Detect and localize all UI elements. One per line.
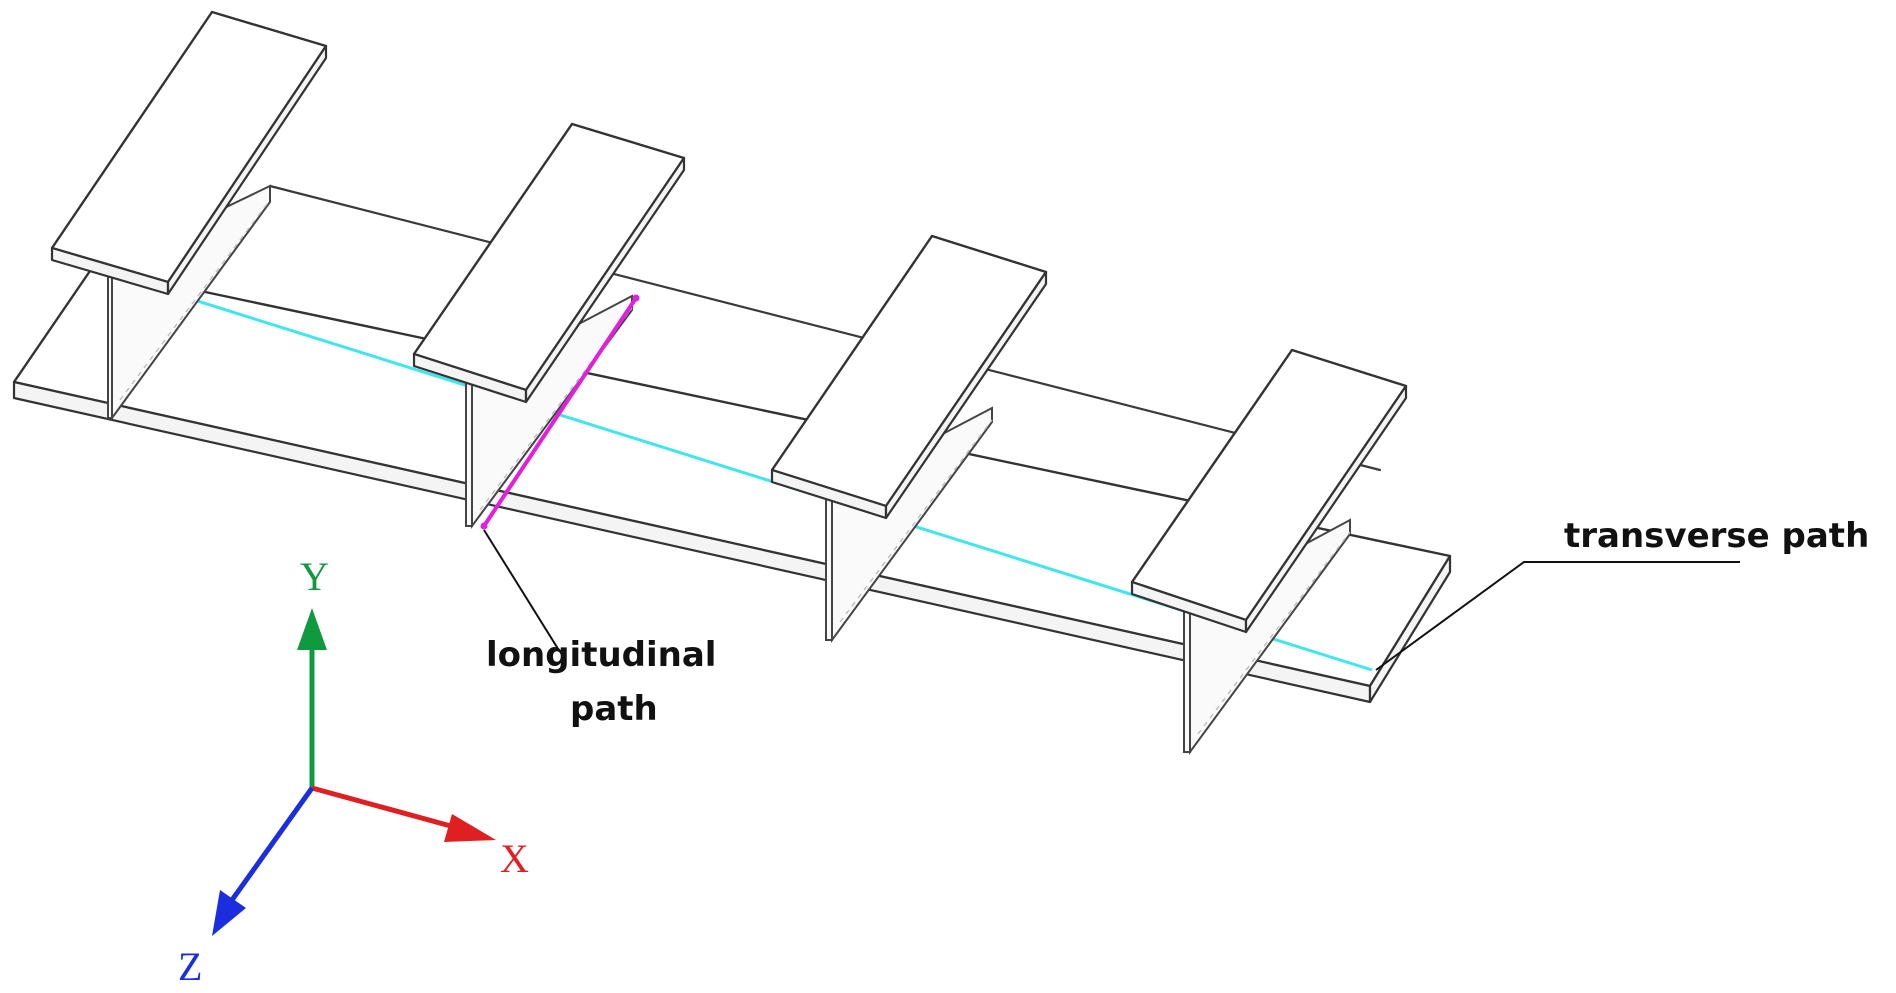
- longitudinal-path-endpoint: [632, 294, 640, 302]
- x-axis-label: X: [500, 836, 529, 881]
- y-axis-arrow-head: [297, 608, 327, 650]
- transverse-leader-line: [1375, 561, 1740, 671]
- z-axis-arrow-shaft: [229, 786, 315, 902]
- stiffener-4: [1130, 348, 1408, 756]
- y-axis-label: Y: [300, 554, 329, 599]
- transverse-path-label: transverse path: [1564, 516, 1869, 556]
- z-axis-label: Z: [178, 944, 202, 989]
- longitudinal-path-line: [482, 296, 638, 528]
- stiffener-3: [770, 234, 1048, 644]
- longitudinal-path-label-line1: longitudinal: [486, 635, 716, 675]
- x-axis-arrow-head: [444, 814, 496, 842]
- longitudinal-path-endpoint: [480, 522, 488, 530]
- longitudinal-path-label-line2: path: [570, 689, 658, 729]
- coordinate-axes: Y X Z: [178, 554, 529, 989]
- stiffener-2: [412, 122, 686, 530]
- x-axis-arrow-shaft: [311, 785, 459, 831]
- longitudinal-leader-line: [483, 529, 561, 653]
- stiffener-1: [50, 10, 328, 422]
- z-axis-arrow-head: [212, 890, 246, 936]
